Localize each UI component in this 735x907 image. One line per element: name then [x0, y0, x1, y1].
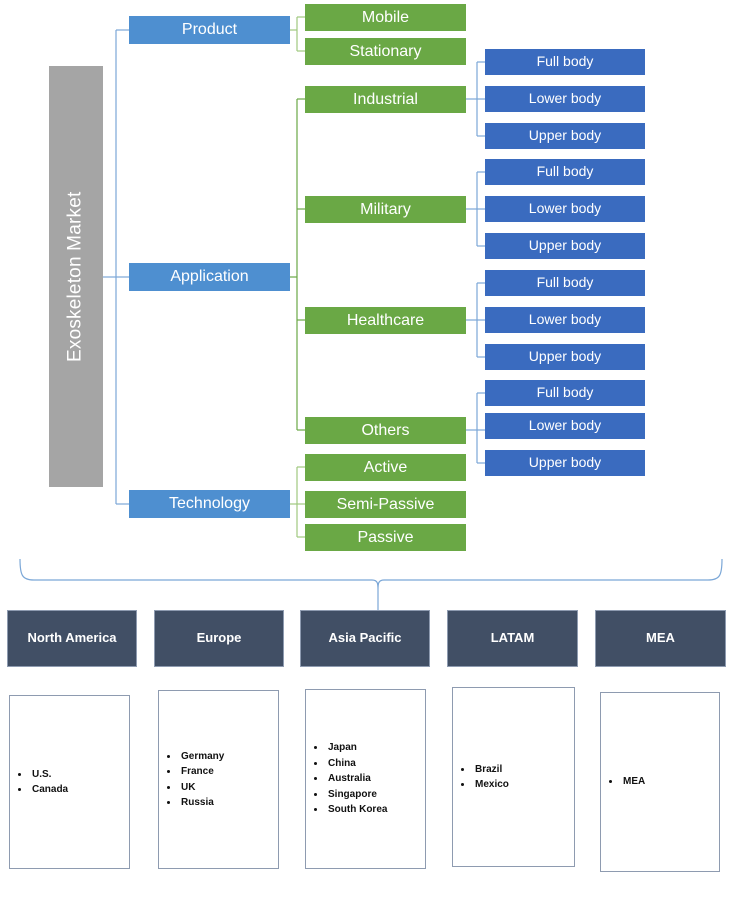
industrial-full-body[interactable]: Full body: [485, 49, 645, 75]
list-item: MEA: [621, 774, 645, 790]
others-lower-body[interactable]: Lower body: [485, 413, 645, 439]
product-type-stationary[interactable]: Stationary: [305, 38, 466, 65]
list-item: South Korea: [326, 802, 387, 818]
segment-product[interactable]: Product: [129, 16, 290, 44]
region-countries-mea: MEA: [600, 692, 720, 872]
product-type-mobile[interactable]: Mobile: [305, 4, 466, 31]
military-upper-body[interactable]: Upper body: [485, 233, 645, 259]
list-item: Germany: [179, 749, 224, 765]
region-countries-latam: Brazil Mexico: [452, 687, 575, 867]
technology-passive[interactable]: Passive: [305, 524, 466, 551]
list-item: Japan: [326, 740, 387, 756]
list-item: Brazil: [473, 762, 509, 778]
application-healthcare[interactable]: Healthcare: [305, 307, 466, 334]
regions-brace: [19, 558, 723, 591]
list-item: Mexico: [473, 777, 509, 793]
healthcare-lower-body[interactable]: Lower body: [485, 307, 645, 333]
application-industrial[interactable]: Industrial: [305, 86, 466, 113]
healthcare-full-body[interactable]: Full body: [485, 270, 645, 296]
technology-semi-passive[interactable]: Semi-Passive: [305, 491, 466, 518]
country-list-north-america: U.S. Canada: [10, 767, 68, 798]
list-item: Singapore: [326, 787, 387, 803]
others-full-body[interactable]: Full body: [485, 380, 645, 406]
country-list-asia-pacific: Japan China Australia Singapore South Ko…: [306, 740, 387, 818]
country-list-mea: MEA: [601, 774, 645, 790]
list-item: Australia: [326, 771, 387, 787]
industrial-upper-body[interactable]: Upper body: [485, 123, 645, 149]
region-header-north-america[interactable]: North America: [7, 610, 137, 667]
healthcare-upper-body[interactable]: Upper body: [485, 344, 645, 370]
application-others[interactable]: Others: [305, 417, 466, 444]
region-countries-asia-pacific: Japan China Australia Singapore South Ko…: [305, 689, 426, 869]
list-item: U.S.: [30, 767, 68, 783]
region-countries-north-america: U.S. Canada: [9, 695, 130, 869]
military-full-body[interactable]: Full body: [485, 159, 645, 185]
region-countries-europe: Germany France UK Russia: [158, 690, 279, 869]
application-military[interactable]: Military: [305, 196, 466, 223]
segment-application[interactable]: Application: [129, 263, 290, 291]
country-list-europe: Germany France UK Russia: [159, 749, 224, 811]
country-list-latam: Brazil Mexico: [453, 762, 509, 793]
technology-active[interactable]: Active: [305, 454, 466, 481]
others-upper-body[interactable]: Upper body: [485, 450, 645, 476]
region-header-mea[interactable]: MEA: [595, 610, 726, 667]
region-header-europe[interactable]: Europe: [154, 610, 284, 667]
root-node-exoskeleton-market: Exoskeleton Market: [49, 66, 103, 487]
military-lower-body[interactable]: Lower body: [485, 196, 645, 222]
list-item: France: [179, 764, 224, 780]
segment-technology[interactable]: Technology: [129, 490, 290, 518]
list-item: Canada: [30, 782, 68, 798]
list-item: China: [326, 756, 387, 772]
industrial-lower-body[interactable]: Lower body: [485, 86, 645, 112]
list-item: Russia: [179, 795, 224, 811]
region-header-asia-pacific[interactable]: Asia Pacific: [300, 610, 430, 667]
region-header-latam[interactable]: LATAM: [447, 610, 578, 667]
list-item: UK: [179, 780, 224, 796]
